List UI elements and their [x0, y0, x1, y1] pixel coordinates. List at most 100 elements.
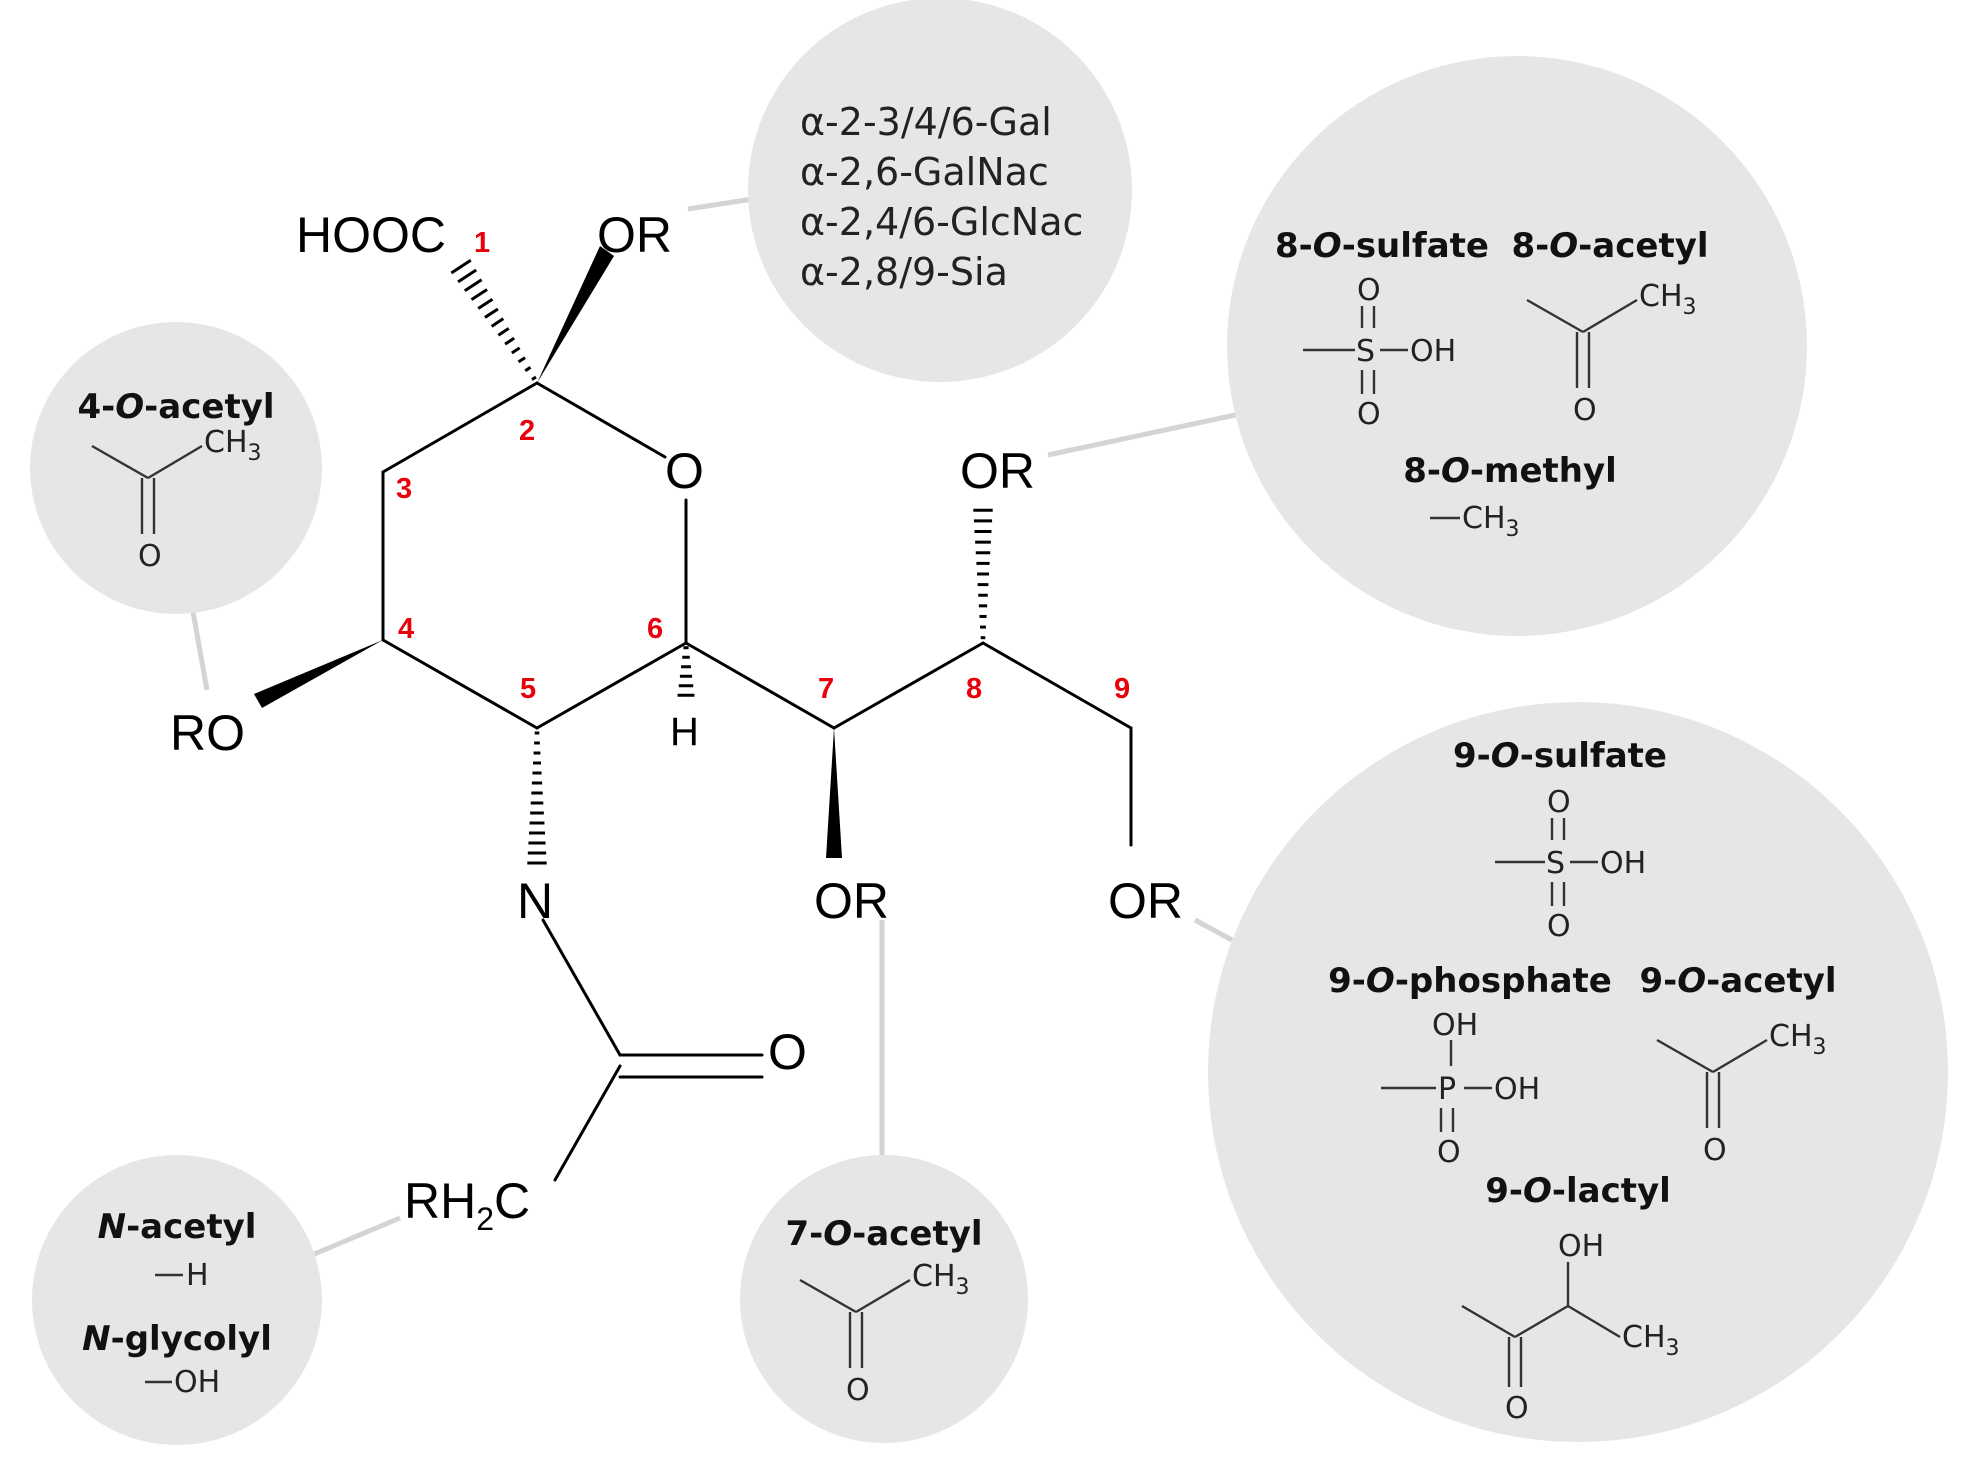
acetyl-o: O	[138, 539, 162, 574]
hash-line	[517, 356, 526, 364]
acetyl-o: O	[1573, 393, 1597, 428]
svg-text:OH: OH	[1494, 1072, 1540, 1107]
label-9-o-phosphate: 9-O-phosphate	[1328, 961, 1612, 1001]
sulfate-group-9: S OH O O	[1495, 785, 1646, 944]
acetyl-ch3: CH3	[1769, 1019, 1827, 1060]
hash-line	[484, 307, 499, 319]
acetyl-ch3: CH3	[1639, 279, 1697, 320]
circle-9-o	[1208, 702, 1948, 1442]
label-9-o-acetyl: 9-O-acetyl	[1639, 961, 1836, 1001]
circle-4-o-acetyl	[30, 322, 322, 614]
hash-c8-or	[973, 508, 993, 640]
n-acetyl-h: H	[186, 1258, 209, 1293]
hash-line	[510, 346, 521, 355]
atom-rh2c: RH2C	[404, 1173, 530, 1237]
hash-line	[457, 268, 478, 284]
svg-text:S: S	[1546, 846, 1565, 881]
acetyl-bond	[91, 444, 149, 480]
hash-line	[450, 259, 472, 275]
hash-line	[477, 297, 494, 310]
svg-text:O: O	[1547, 785, 1571, 820]
sulfate-group-8: S OH O O	[1303, 273, 1456, 432]
label-9-o-lactyl: 9-O-lactyl	[1485, 1171, 1671, 1211]
linkage-sia: α-2,8/9-Sia	[800, 250, 1008, 294]
circle-8-o	[1227, 56, 1807, 636]
acetyl-bond	[1656, 1038, 1714, 1074]
circle-n	[32, 1155, 322, 1445]
linkage-galnac: α-2,6-GalNac	[800, 150, 1049, 194]
lactyl-group-9: OH CH3 O	[1461, 1229, 1680, 1426]
carbon-number-7: 7	[818, 673, 834, 705]
svg-text:OH: OH	[1600, 846, 1646, 881]
atom-or-c9: OR	[1108, 873, 1183, 929]
hash-line	[531, 375, 537, 381]
carbon-number-8: 8	[966, 673, 982, 705]
connector-n	[311, 1215, 401, 1258]
acetyl-bond	[855, 1278, 911, 1314]
acetyl-bond	[1712, 1038, 1768, 1074]
label-7-o-acetyl: 7-O-acetyl	[785, 1214, 982, 1254]
atom-carbonyl-o: O	[768, 1024, 807, 1080]
atom-ro-c4: RO	[170, 705, 245, 761]
carbon-number-5: 5	[520, 673, 536, 705]
hash-line	[524, 366, 532, 373]
acetyl-ch3: CH3	[204, 425, 262, 466]
atom-n-c5: N	[517, 873, 553, 929]
label-n-glycolyl: N-glycolyl	[82, 1319, 272, 1359]
label-9-o-sulfate: 9-O-sulfate	[1453, 736, 1667, 776]
connector-8-o	[1047, 411, 1241, 458]
svg-text:OH: OH	[1432, 1008, 1478, 1043]
hash-c6-h	[677, 646, 695, 697]
label-8-o-acetyl: 8-O-acetyl	[1511, 226, 1708, 266]
carbon-number-1: 1	[474, 227, 490, 259]
carbon-number-3: 3	[396, 473, 412, 505]
atom-ring-o: O	[665, 443, 704, 499]
linkage-circle	[748, 0, 1132, 382]
carbon-number-6: 6	[647, 613, 663, 645]
label-4-o-acetyl: 4-O-acetyl	[77, 387, 274, 427]
hash-line	[463, 278, 483, 293]
hash-line	[470, 288, 488, 301]
n-glycolyl-oh: OH	[174, 1365, 220, 1400]
carbon-number-4: 4	[398, 613, 414, 645]
phosphate-group-9: OH P OH O	[1381, 1008, 1540, 1170]
linkage-list: α-2-3/4/6-Gal α-2,6-GalNac α-2,4/6-GlcNa…	[800, 100, 1083, 294]
atom-hooc: HOOC	[296, 207, 446, 263]
svg-text:OH: OH	[1558, 1229, 1604, 1264]
carbon-number-2: 2	[519, 415, 535, 447]
label-8-o-methyl: 8-O-methyl	[1403, 451, 1617, 491]
wedge-c2-or	[537, 246, 614, 383]
skeleton-bonds	[381, 381, 1133, 1182]
svg-text:O: O	[1357, 397, 1381, 432]
circle-7-o-acetyl	[740, 1155, 1028, 1443]
svg-text:S: S	[1356, 334, 1375, 369]
atom-or-c7: OR	[814, 873, 889, 929]
svg-text:O: O	[1357, 273, 1381, 308]
atom-or-c2: OR	[597, 207, 672, 263]
svg-text:O: O	[1547, 909, 1571, 944]
hash-line	[490, 317, 505, 328]
acetyl-bond	[1582, 298, 1638, 334]
hash-c5-n	[527, 731, 547, 865]
acetyl-bond	[147, 444, 203, 480]
hash-c1-cooh	[450, 259, 537, 381]
hash-line	[504, 336, 516, 346]
wedge-c4-ro	[254, 640, 383, 708]
atom-h-c6: H	[670, 710, 699, 754]
hash-line	[497, 327, 510, 337]
carbon-number-9: 9	[1114, 673, 1130, 705]
atom-or-c8: OR	[960, 443, 1035, 499]
connector-9-o	[1193, 917, 1234, 943]
acetyl-bond	[1526, 298, 1584, 334]
linkage-glcnac: α-2,4/6-GlcNac	[800, 200, 1083, 244]
svg-text:O: O	[1505, 1391, 1529, 1426]
acetyl-o: O	[846, 1373, 870, 1408]
svg-text:O: O	[1437, 1135, 1461, 1170]
linkage-gal: α-2-3/4/6-Gal	[800, 100, 1052, 144]
acetyl-bond	[799, 1278, 857, 1314]
